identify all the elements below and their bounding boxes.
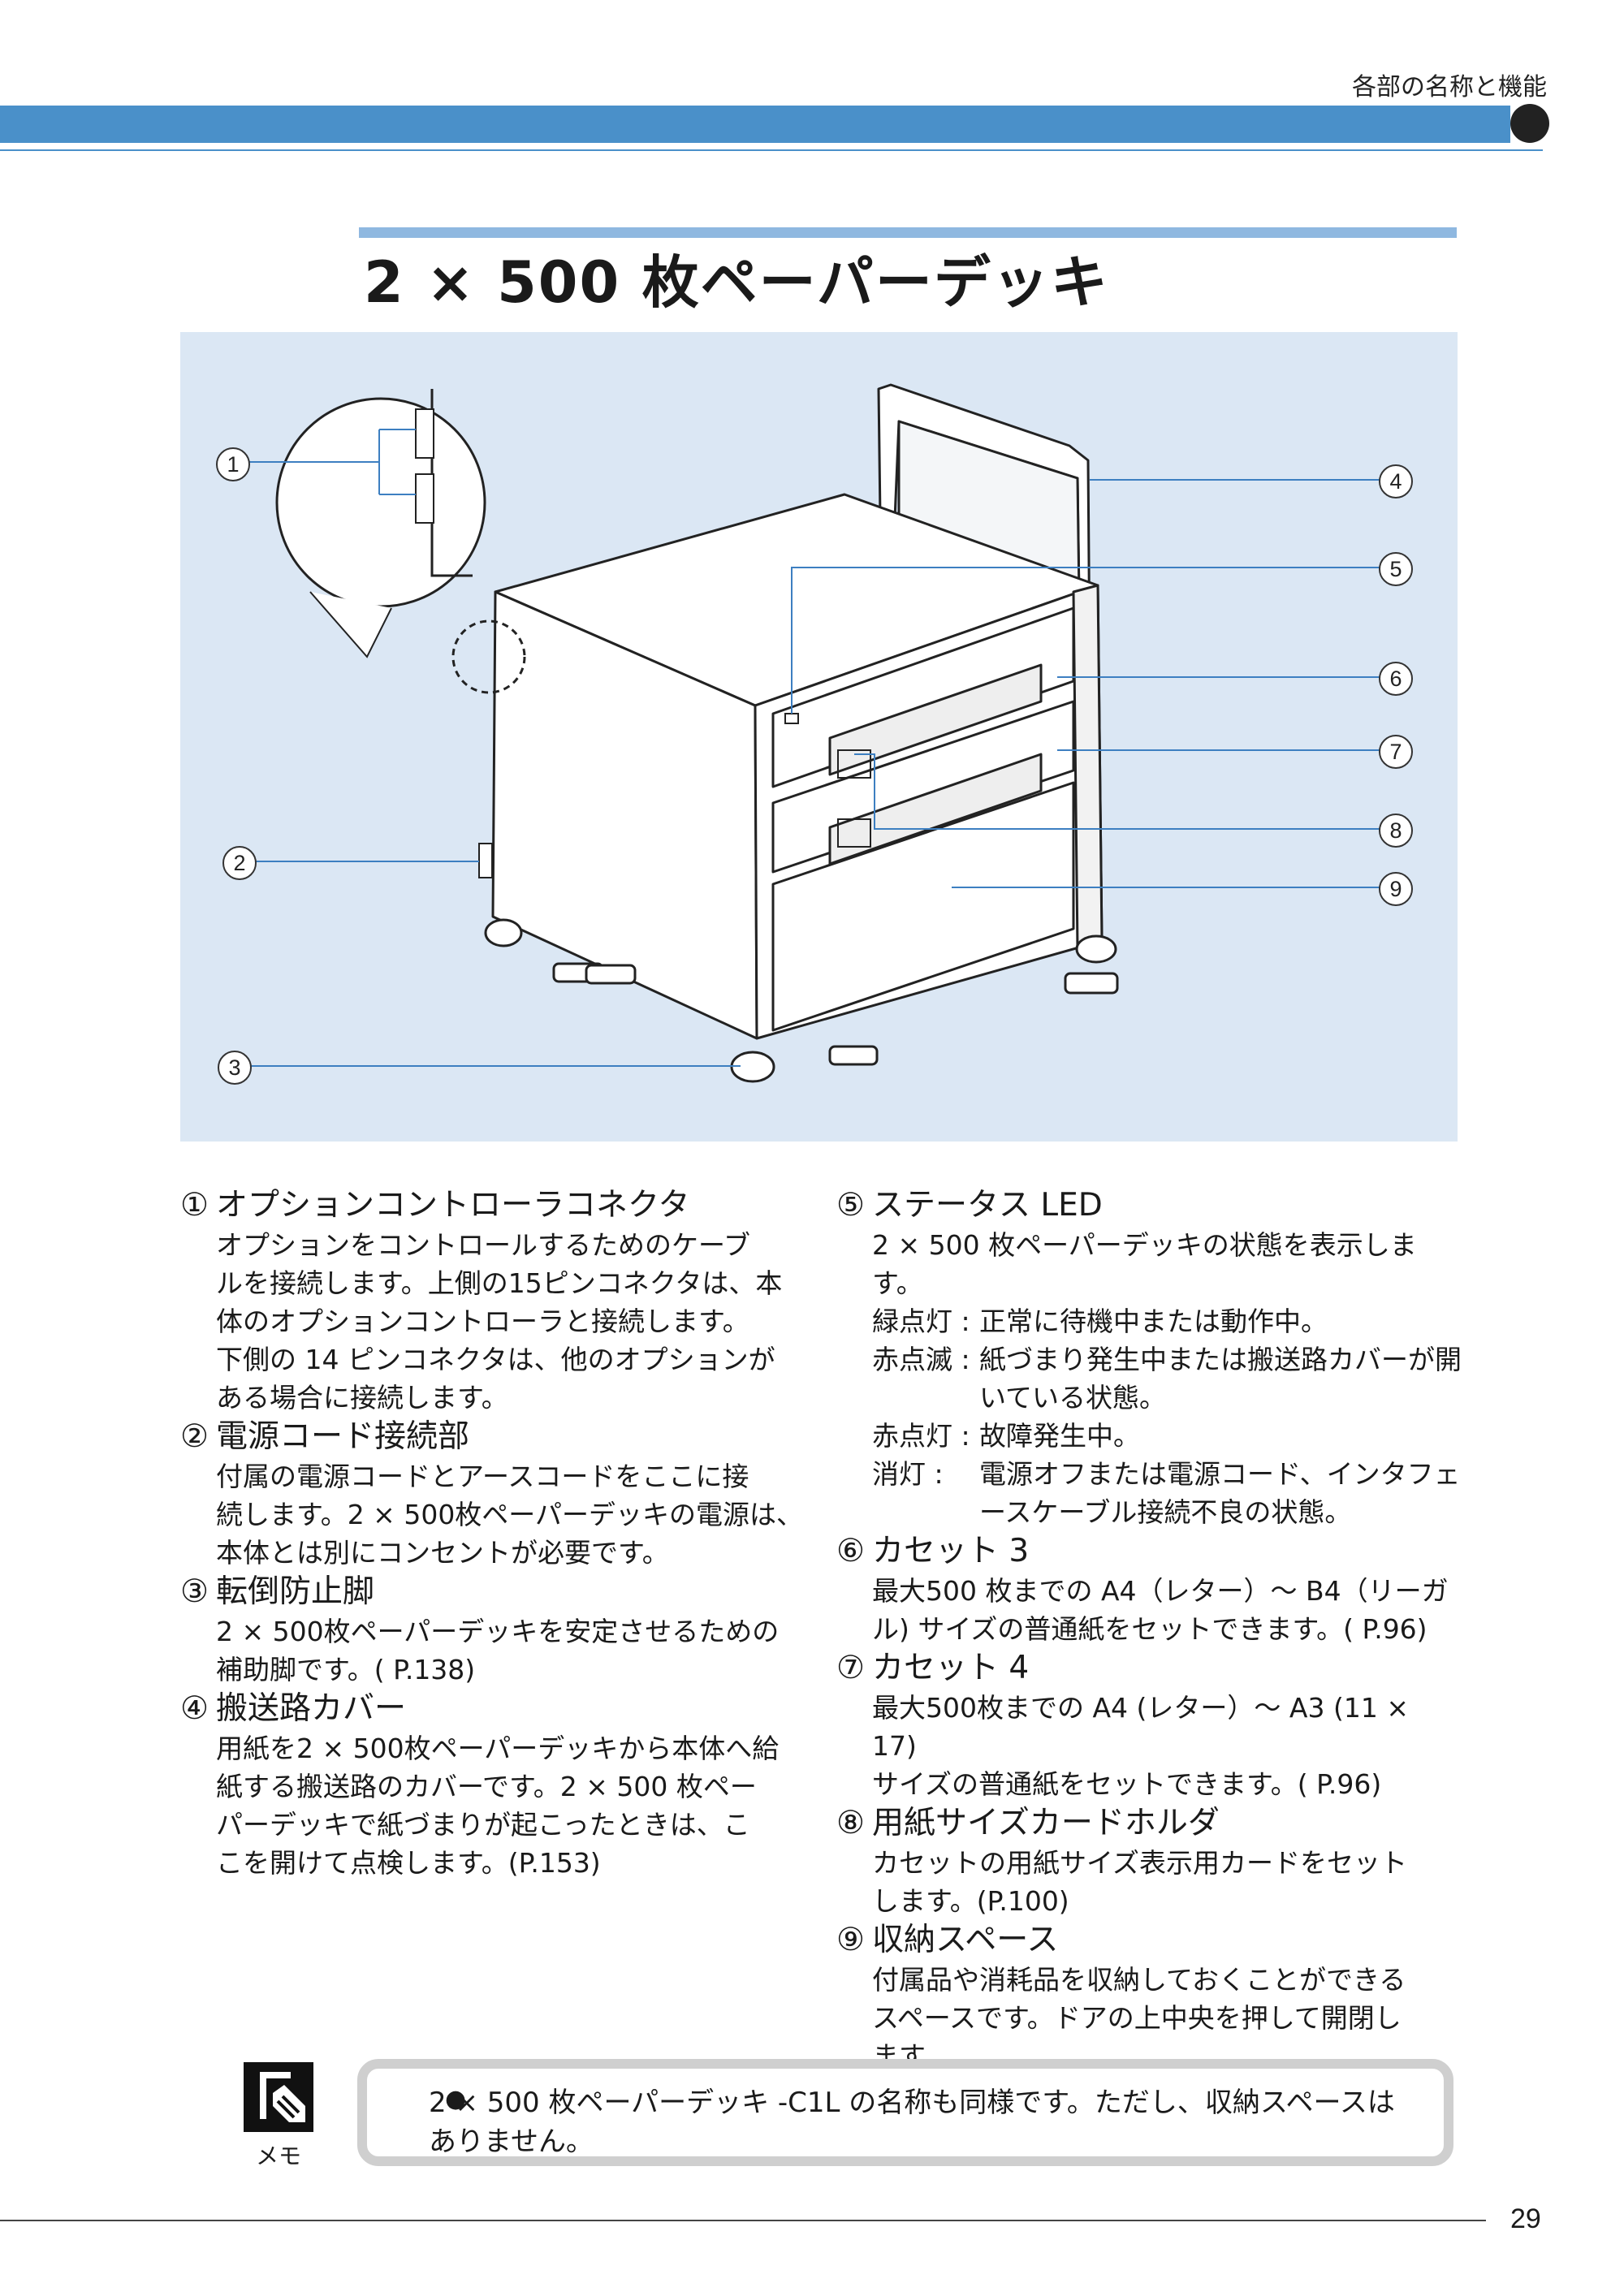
memo-text: 2 × 500 枚ペーパーデッキ -C1L の名称も同様です。ただし、収納スペー…	[429, 2087, 1395, 2158]
item-text: 2 × 500枚ペーパーデッキを安定させるための	[216, 1616, 780, 1647]
item-title: 搬送路カバー	[216, 1690, 407, 1727]
led-state-value: 故障発生中。	[979, 1420, 1140, 1452]
item-text: します。(P.100)	[872, 1885, 1069, 1917]
header-dot	[1510, 104, 1549, 143]
item-text: ル) サイズの普通紙をセットできます。( P.96)	[872, 1613, 1427, 1645]
callout-5: 5	[1379, 552, 1413, 586]
paper-deck-illustration: 1 2 3 4 5 6 7 8 9	[180, 332, 1458, 1142]
led-state-row: 緑点灯 : 正常に待機中または動作中。	[872, 1302, 1462, 1340]
item-text: 紙する搬送路のカバーです。2 × 500 枚ペー	[216, 1771, 757, 1802]
item-text: ある場合に接続します。	[216, 1382, 508, 1413]
item-title: オプションコントローラコネクタ	[216, 1187, 690, 1224]
callout-6: 6	[1379, 662, 1413, 696]
callout-3: 3	[218, 1051, 252, 1085]
item-text: サイズの普通紙をセットできます。( P.96)	[872, 1768, 1382, 1800]
led-state-value: 紙づまり発生中または搬送路カバーが開いている状態。	[979, 1344, 1462, 1413]
item-number: ③	[180, 1573, 209, 1610]
memo-pencil-icon	[244, 2062, 313, 2132]
led-state-value: 電源オフまたは電源コード、インタフェースケーブル接続不良の状態。	[979, 1458, 1461, 1528]
item-number: ⑥	[836, 1533, 865, 1569]
item-text: パーデッキで紙づまりが起こったときは、こ	[216, 1809, 750, 1841]
callout-9: 9	[1379, 872, 1413, 906]
item-text: す。	[872, 1267, 923, 1299]
item-title: 電源コード接続部	[216, 1418, 470, 1455]
page-title: 2 × 500 枚ペーパーデッキ	[364, 249, 1109, 316]
item-text: 続します。2 × 500枚ペーパーデッキの電源は、	[216, 1499, 803, 1530]
callout-7: 7	[1379, 735, 1413, 769]
led-state-row: 赤点滅 : 紙づまり発生中または搬送路カバーが開いている状態。	[872, 1340, 1462, 1417]
item-title: カセット 4	[872, 1650, 1030, 1686]
item-number: ④	[180, 1690, 209, 1727]
item-title: ステータス LED	[872, 1187, 1103, 1224]
item-text: スペースです。ドアの上中央を押して開閉し	[872, 2002, 1402, 2034]
header-rule	[0, 149, 1543, 151]
item-text: 補助脚です。( P.138)	[216, 1654, 476, 1685]
header-bar	[0, 106, 1510, 143]
item-text: 付属品や消耗品を収納しておくことができる	[872, 1964, 1406, 1996]
page-number: 29	[1510, 2203, 1541, 2234]
item-text: 付属の電源コードとアースコードをここに接	[216, 1461, 749, 1492]
item-number: ②	[180, 1418, 209, 1455]
footer-rule	[0, 2220, 1486, 2221]
led-state-key: 赤点滅 :	[872, 1344, 970, 1375]
header-section-title: 各部の名称と機能	[1352, 73, 1547, 101]
callout-4: 4	[1379, 464, 1413, 498]
led-state-value: 正常に待機中または動作中。	[979, 1306, 1328, 1337]
callout-1: 1	[216, 447, 250, 481]
item-text: 下側の 14 ピンコネクタは、他のオプションが	[216, 1344, 775, 1375]
led-state-row: 赤点灯 : 故障発生中。	[872, 1417, 1462, 1455]
item-text: カセットの用紙サイズ表示用カードをセット	[872, 1847, 1408, 1879]
item-text: 用紙を2 × 500枚ペーパーデッキから本体へ給	[216, 1733, 780, 1764]
callout-2: 2	[222, 846, 257, 880]
item-title: 用紙サイズカードホルダ	[872, 1805, 1220, 1841]
item-text: ルを接続します。上側の15ピンコネクタは、本	[216, 1267, 783, 1299]
item-text: 最大500 枚までの A4（レター）～ B4（リーガ	[872, 1575, 1449, 1607]
led-state-key: 赤点灯 :	[872, 1420, 970, 1452]
memo-label: メモ	[255, 2143, 301, 2169]
memo-icon: メモ	[242, 2061, 315, 2171]
item-number: ⑧	[836, 1805, 865, 1841]
item-text: こを開けて点検します。(P.153)	[216, 1847, 601, 1879]
item-title: カセット 3	[872, 1533, 1030, 1569]
led-state-row: 消灯 : 電源オフまたは電源コード、インタフェースケーブル接続不良の状態。	[872, 1455, 1462, 1531]
item-number: ⑨	[836, 1922, 865, 1958]
led-state-key: 緑点灯 :	[872, 1306, 970, 1337]
item-title: 収納スペース	[872, 1922, 1059, 1958]
item-title: 転倒防止脚	[216, 1573, 375, 1610]
memo-box: 2 × 500 枚ペーパーデッキ -C1L の名称も同様です。ただし、収納スペー…	[357, 2059, 1453, 2166]
item-text: 体のオプションコントローラと接続します。	[216, 1306, 749, 1337]
title-accent-bar	[359, 227, 1457, 238]
callout-8: 8	[1379, 814, 1413, 848]
item-text: オプションをコントロールするためのケーブ	[216, 1229, 751, 1261]
led-state-list: 緑点灯 : 正常に待機中または動作中。 赤点滅 : 紙づまり発生中または搬送路カバー…	[836, 1302, 1462, 1531]
item-number: ⑦	[836, 1650, 865, 1686]
memo-bullet: ●	[445, 2085, 467, 2113]
item-number: ⑤	[836, 1187, 865, 1224]
item-number: ①	[180, 1187, 209, 1224]
paper-deck-drawing	[231, 383, 1384, 1083]
item-text: 本体とは別にコンセントが必要です。	[216, 1537, 669, 1569]
item-text: 最大500枚までの A4 (レター）～ A3 (11 × 17)	[872, 1692, 1409, 1762]
item-text: 2 × 500 枚ペーパーデッキの状態を表示しま	[872, 1229, 1417, 1261]
led-state-key: 消灯 :	[872, 1458, 944, 1490]
